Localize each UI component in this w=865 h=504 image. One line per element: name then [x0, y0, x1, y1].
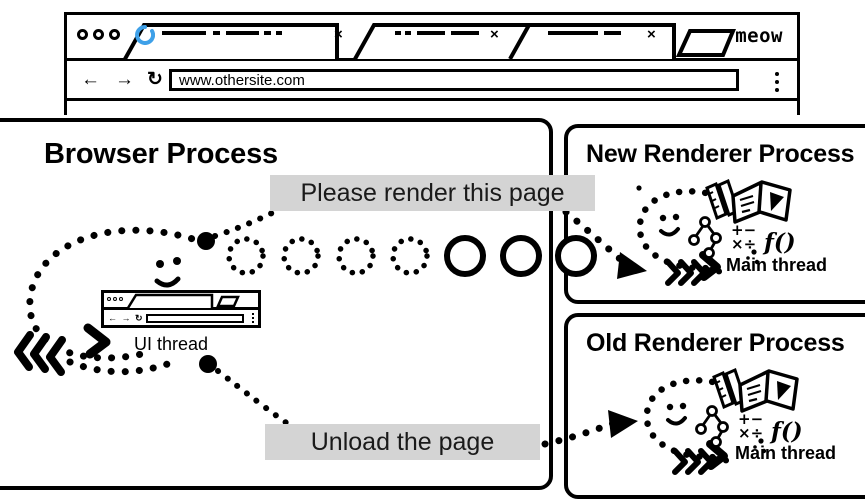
ui-thread-tabstrip — [104, 293, 258, 310]
ui-thread-address-bar — [146, 314, 244, 323]
new-renderer-process-title: New Renderer Process — [586, 140, 855, 168]
browser-process-title: Browser Process — [44, 138, 278, 170]
ui-thread-toolbar: ← → ↻ — [104, 310, 258, 328]
old-renderer-process-title: Old Renderer Process — [586, 329, 845, 357]
window-controls[interactable] — [77, 29, 120, 40]
ui-thread-label: UI thread — [134, 334, 209, 354]
tab-1-title-redacted — [226, 31, 259, 35]
tab-2-title-redacted — [405, 31, 411, 35]
forward-button[interactable]: → — [115, 69, 134, 90]
new-renderer-main-thread-label: Main thread — [726, 255, 828, 275]
window-control-dot[interactable] — [93, 29, 104, 40]
ui-thread-browser-icon: ← → ↻ — [101, 290, 261, 328]
ui-thread-tab-shapes — [126, 293, 240, 309]
render-request-message: Please render this page — [270, 175, 595, 211]
tab-2-title-redacted — [417, 31, 445, 35]
tab-2-title-redacted — [451, 31, 479, 35]
tab-2-title-redacted — [395, 31, 401, 35]
browser-window: × × × — [64, 12, 800, 115]
ui-thread-kebab-icon — [252, 313, 254, 325]
reload-button[interactable]: ↻ — [147, 69, 163, 90]
ui-thread-nav-icons: ← → ↻ — [108, 313, 144, 323]
tab-1-title-redacted — [162, 31, 206, 35]
ui-thread-window-dots — [107, 297, 123, 301]
window-control-dot[interactable] — [77, 29, 88, 40]
new-tab-button[interactable] — [671, 21, 741, 61]
window-control-dot[interactable] — [109, 29, 120, 40]
tab-2-close-button[interactable]: × — [490, 26, 499, 43]
new-tab-icon — [675, 29, 736, 57]
tab-3-title-redacted — [604, 31, 621, 35]
tab-3-close-button[interactable]: × — [647, 26, 656, 43]
back-button[interactable]: ← — [81, 69, 100, 90]
tab-1-title-redacted — [264, 31, 271, 35]
tab-loading-spinner-icon — [135, 25, 156, 45]
tab-3-title-redacted — [548, 31, 598, 35]
browser-toolbar: ← → ↻ www.othersite.com — [67, 61, 797, 101]
tab-1-close-button[interactable]: × — [334, 26, 343, 43]
old-renderer-main-thread-label: Main thread — [735, 443, 837, 463]
tab-1-title-redacted — [276, 31, 282, 35]
tab-1-title-redacted — [213, 31, 220, 35]
address-bar[interactable]: www.othersite.com — [169, 69, 739, 91]
tab-strip: × × × — [67, 15, 797, 61]
browser-brand-label: meow — [735, 25, 783, 47]
kebab-menu-icon[interactable] — [775, 72, 779, 96]
unload-request-message: Unload the page — [265, 424, 540, 460]
